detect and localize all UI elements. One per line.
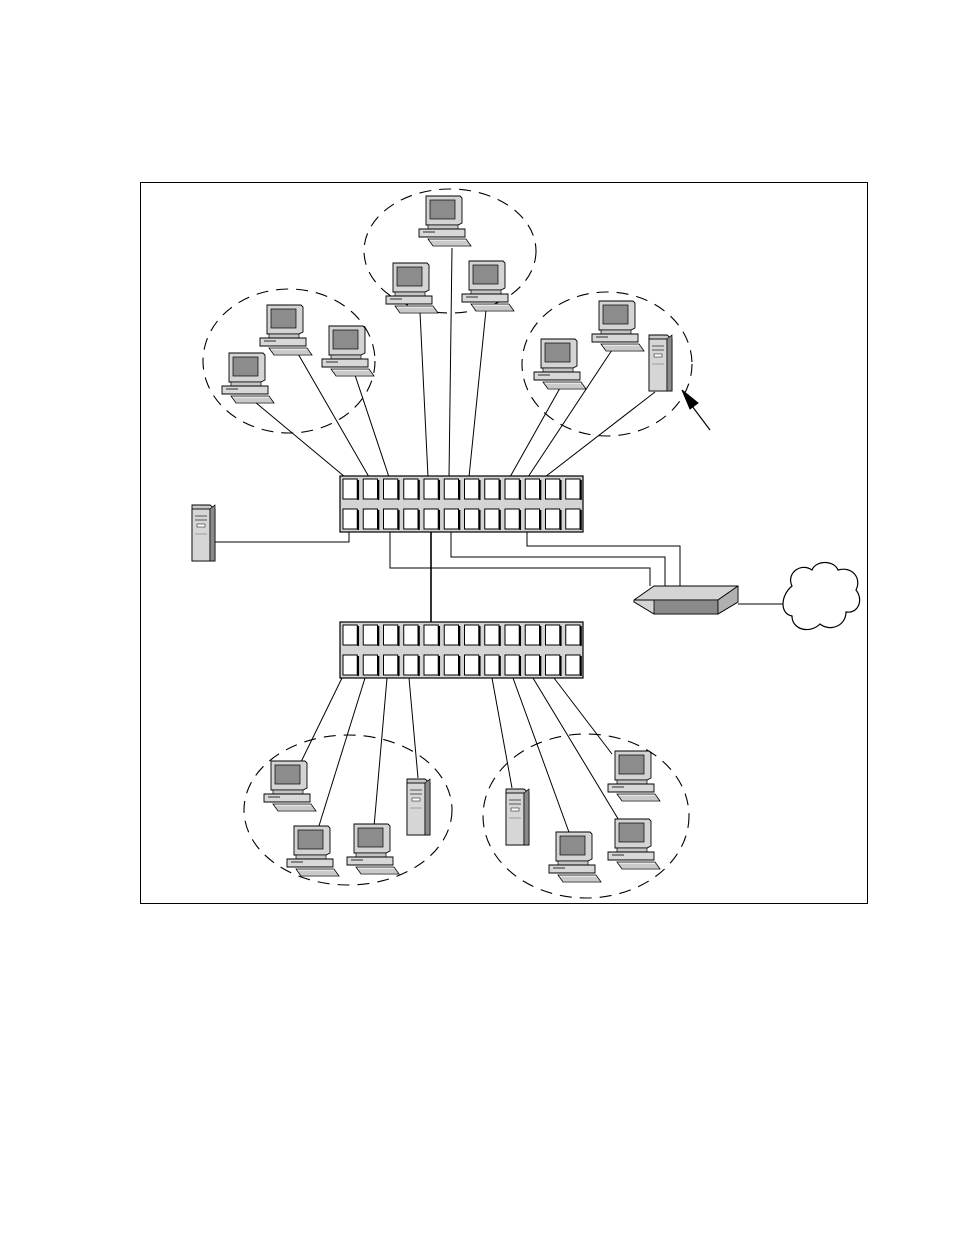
switch-port <box>546 655 560 675</box>
devices <box>192 196 672 882</box>
link-workgroup-top-center-3 <box>469 310 486 477</box>
switches <box>340 476 583 678</box>
switch-port <box>505 509 519 529</box>
link-workgroup-bottom-left-2 <box>318 678 365 829</box>
link-workgroup-top-left-1 <box>255 402 345 477</box>
switch-port <box>363 479 377 499</box>
computer-icon <box>260 305 312 355</box>
link-workgroup-top-right-3 <box>545 392 655 477</box>
switch-lower <box>340 622 583 678</box>
link-workgroup-bottom-right-3 <box>533 678 620 822</box>
switch-port <box>485 655 499 675</box>
computer-icon <box>462 261 514 311</box>
server-tower-icon <box>407 779 430 835</box>
computer-icon <box>608 751 660 801</box>
switch-upper <box>340 476 583 532</box>
switch-port <box>424 625 438 645</box>
link-server-standalone <box>215 532 349 542</box>
switch-port <box>444 625 458 645</box>
switch-port <box>566 479 580 499</box>
switch-port <box>384 655 398 675</box>
switch-port <box>424 479 438 499</box>
switch-port <box>566 509 580 529</box>
switch-port <box>363 509 377 529</box>
switch-port <box>424 509 438 529</box>
server-tower-icon <box>649 335 672 391</box>
switch-port <box>546 479 560 499</box>
switch-port <box>444 479 458 499</box>
link-workgroup-bottom-left-3 <box>374 678 387 827</box>
switch-port <box>485 509 499 529</box>
switch-port <box>343 509 357 529</box>
link-workgroup-bottom-left-4 <box>409 678 418 778</box>
switch-port <box>384 509 398 529</box>
link-router-2 <box>451 532 665 586</box>
switch-port <box>505 655 519 675</box>
switch-port <box>546 625 560 645</box>
cloud-icon <box>783 563 860 630</box>
computer-icon <box>222 353 274 403</box>
link-workgroup-bottom-left-1 <box>300 678 342 764</box>
link-router-1 <box>390 532 650 586</box>
router-front <box>654 600 718 614</box>
switch-port <box>566 655 580 675</box>
computer-icon <box>264 761 316 811</box>
switch-port <box>363 625 377 645</box>
switch-port <box>343 479 357 499</box>
switch-port <box>485 625 499 645</box>
router-icon <box>634 586 738 614</box>
switch-port <box>384 625 398 645</box>
computer-icon <box>386 263 438 313</box>
switch-port <box>525 655 539 675</box>
switch-port <box>525 625 539 645</box>
router-and-cloud <box>634 390 860 630</box>
switch-port <box>363 655 377 675</box>
computer-icon <box>534 339 586 389</box>
link-workgroup-bottom-right-4 <box>554 678 612 754</box>
link-workgroup-bottom-right-1 <box>492 678 512 788</box>
computer-icon <box>322 326 374 376</box>
switch-port <box>505 479 519 499</box>
computer-icon <box>347 824 399 874</box>
link-workgroup-top-center-1 <box>449 248 452 477</box>
switch-port <box>465 625 479 645</box>
switch-port <box>566 625 580 645</box>
switch-port <box>525 509 539 529</box>
switch-port <box>404 479 418 499</box>
switch-port <box>465 509 479 529</box>
arrow-icon <box>682 390 698 409</box>
switch-port <box>424 655 438 675</box>
switch-port <box>404 655 418 675</box>
switch-port <box>485 479 499 499</box>
switch-port <box>343 625 357 645</box>
switch-port <box>404 509 418 529</box>
switch-port <box>404 625 418 645</box>
network-links <box>215 248 790 835</box>
switch-port <box>465 655 479 675</box>
switch-port <box>343 655 357 675</box>
server-tower-icon <box>506 789 529 845</box>
link-workgroup-top-center-2 <box>420 312 428 477</box>
switch-port <box>525 479 539 499</box>
switch-port <box>444 509 458 529</box>
switch-port <box>505 625 519 645</box>
computer-icon <box>419 196 471 246</box>
computer-icon <box>608 819 660 869</box>
pointer-line <box>692 406 710 430</box>
computer-icon <box>592 301 644 351</box>
link-router-3 <box>527 532 680 586</box>
switch-port <box>384 479 398 499</box>
switch-port <box>444 655 458 675</box>
computer-icon <box>287 826 339 876</box>
switch-port <box>546 509 560 529</box>
switch-port <box>465 479 479 499</box>
computer-icon <box>549 832 601 882</box>
server-tower-icon <box>192 505 215 561</box>
